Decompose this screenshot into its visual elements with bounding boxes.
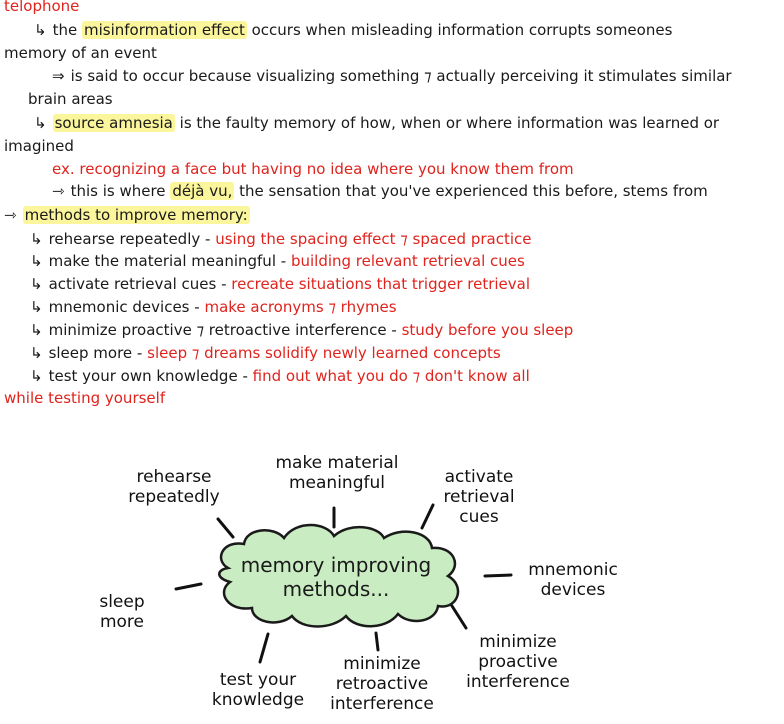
branch-test-your-knowledge: test your knowledge	[211, 670, 305, 710]
arrow-icon: ⇾	[52, 182, 65, 200]
branch-make-material-meaningful: make material meaningful	[275, 453, 399, 493]
hook-arrow-icon: ↳	[30, 275, 43, 293]
note-line-misinformation: ↳the misinformation effect occurs when m…	[34, 21, 673, 39]
note-line-telophone: telophone	[4, 0, 80, 15]
hook-arrow-icon: ↳	[30, 344, 43, 362]
method-item: ↳make the material meaningful - building…	[30, 252, 525, 270]
note-line-source-amnesia: ↳source amnesia is the faulty memory of …	[34, 114, 720, 132]
arrow-icon: ⇾	[4, 206, 17, 224]
method-item: ↳minimize proactive ⁊ retroactive interf…	[30, 321, 574, 339]
branch-rehearse-repeatedly: rehearse repeatedly	[128, 467, 220, 507]
hook-arrow-icon: ↳	[30, 367, 43, 385]
hook-arrow-icon: ↳	[34, 114, 47, 132]
highlight-term: misinformation effect	[81, 21, 247, 39]
double-arrow-icon: ⇒	[52, 67, 65, 85]
connector-lines	[174, 503, 513, 664]
method-item: ↳test your own knowledge - find out what…	[30, 367, 530, 385]
hook-arrow-icon: ↳	[30, 252, 43, 270]
note-line-deja-vu: ⇾this is where déjà vu, the sensation th…	[52, 182, 708, 200]
branch-sleep-more: sleep more	[99, 592, 145, 632]
hook-arrow-icon: ↳	[30, 321, 43, 339]
method-item: ↳activate retrieval cues - recreate situ…	[30, 275, 531, 293]
method-item: ↳rehearse repeatedly - using the spacing…	[30, 230, 532, 248]
note-line: imagined	[4, 137, 74, 155]
note-line-methods-heading: ⇾methods to improve memory:	[4, 206, 250, 224]
branch-minimize-proactive-interference: minimize proactive interference	[466, 632, 570, 692]
note-line: memory of an event	[4, 44, 157, 62]
cloud-shape	[218, 523, 460, 628]
hook-arrow-icon: ↳	[30, 230, 43, 248]
note-line: ⇒is said to occur because visualizing so…	[52, 67, 732, 85]
method-item: ↳mnemonic devices - make acronyms ⁊ rhym…	[30, 298, 397, 316]
highlight-term: déjà vu,	[170, 182, 235, 200]
branch-mnemonic-devices: mnemonic devices	[528, 560, 618, 600]
hook-arrow-icon: ↳	[30, 298, 43, 316]
mindmap-center-label: memory improving methods...	[240, 553, 432, 601]
note-line-example: ex. recognizing a face but having no ide…	[52, 160, 574, 178]
hook-arrow-icon: ↳	[34, 21, 47, 39]
method-item: ↳sleep more - sleep ⁊ dreams solidify ne…	[30, 344, 501, 362]
note-line: brain areas	[28, 90, 113, 108]
branch-activate-retrieval-cues: activate retrieval cues	[443, 467, 515, 527]
note-line: while testing yourself	[4, 389, 166, 407]
highlight-term: source amnesia	[52, 114, 175, 132]
branch-minimize-retroactive-interference: minimize retroactive interference	[330, 654, 434, 714]
